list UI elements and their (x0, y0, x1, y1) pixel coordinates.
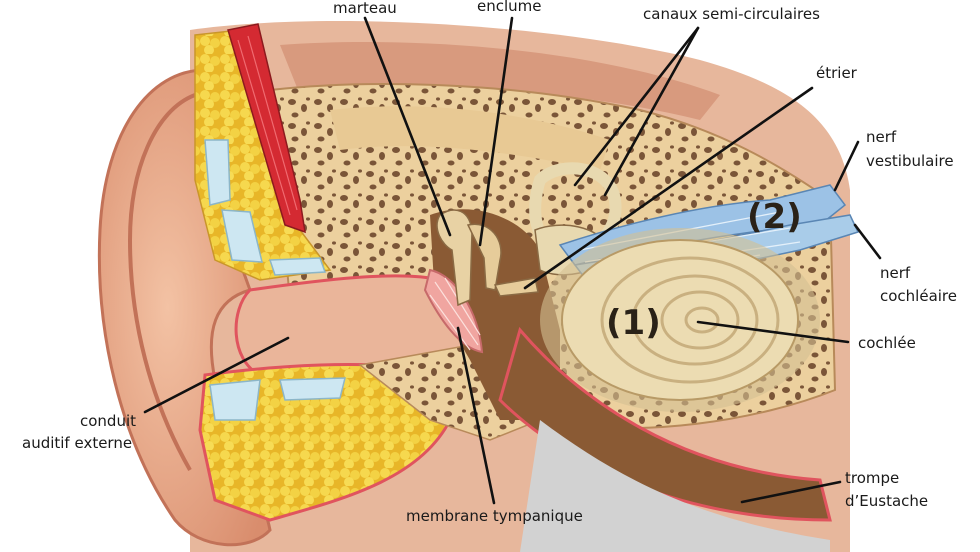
auricular-muscle (227, 23, 306, 234)
region-marker-1: (1) (606, 303, 661, 343)
upper-cartilage-3 (268, 257, 327, 276)
lower-cartilage-1 (209, 379, 261, 421)
leader-membrane (456, 326, 496, 505)
leader-cochlee (696, 320, 850, 344)
leader-etrier (523, 86, 814, 290)
label-marteau: marteau (333, 0, 397, 17)
label-cochlee: cochlée (858, 334, 916, 352)
label-membrane: membrane tympanique (406, 507, 583, 525)
leader-nerf-cochleaire (853, 223, 882, 260)
leader-canaux-1 (573, 26, 700, 187)
leader-enclume (478, 16, 514, 247)
label-enclume: enclume (477, 0, 542, 15)
tympanic-membrane (423, 268, 484, 354)
leader-canaux-2 (603, 26, 700, 197)
cochlea (540, 228, 820, 412)
label-conduit-2: auditif externe (22, 434, 132, 452)
incus (466, 223, 502, 291)
stapes (493, 277, 539, 297)
upper-cartilage-1 (204, 139, 231, 206)
malleus (436, 209, 473, 307)
leader-marteau (363, 16, 452, 237)
leader-conduit (143, 336, 290, 414)
temporal-muscle-layer (280, 42, 720, 120)
label-nerf-cochleaire-1: nerf (880, 264, 911, 282)
upper-cartilage-2 (221, 209, 263, 263)
label-nerf-vestibulaire-1: nerf (866, 128, 897, 146)
muscle-stripes (237, 35, 298, 216)
label-nerf-cochleaire-2: cochléaire (880, 287, 957, 305)
region-marker-2: (2) (747, 197, 802, 237)
label-trompe-2: d’Eustache (845, 492, 928, 510)
label-conduit-1: conduit (80, 412, 136, 430)
auricle-rim (127, 93, 196, 471)
eustachian-wall (520, 420, 830, 552)
label-canaux: canaux semi-circulaires (643, 5, 820, 23)
upper-cortex (330, 106, 610, 170)
label-etrier: étrier (816, 64, 858, 82)
lower-cartilage-2 (279, 377, 346, 401)
leader-nerf-vestibulaire (833, 140, 860, 192)
leader-trompe (740, 480, 842, 504)
label-nerf-vestibulaire-2: vestibulaire (866, 152, 954, 170)
tympanic-rays (429, 277, 481, 351)
label-trompe-1: trompe (845, 469, 899, 487)
